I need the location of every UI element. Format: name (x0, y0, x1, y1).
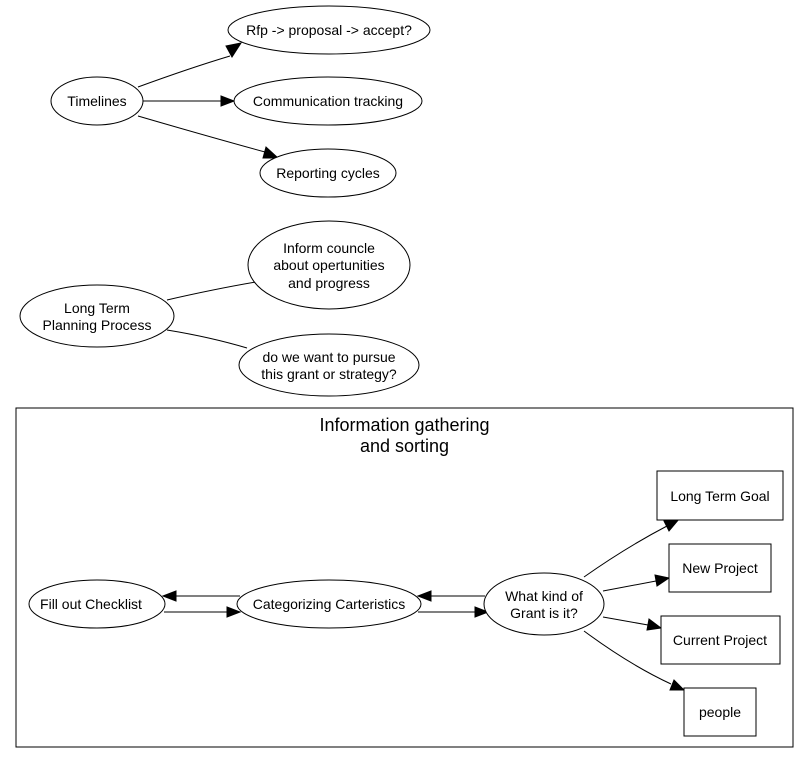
node-shape (483, 572, 605, 636)
edge-whatkind-to-people (583, 630, 686, 691)
node-shape (227, 5, 431, 55)
edge-timelines-to-rfp (137, 42, 243, 88)
node-label-line-2: Grant is it? (510, 605, 578, 621)
node-label: people (699, 704, 741, 720)
edge-whatkind-to-categorizing (416, 590, 485, 602)
node-label-line-3: and progress (288, 275, 370, 291)
node-label: Current Project (673, 632, 767, 648)
arrowhead (669, 679, 686, 691)
node-shape (656, 470, 784, 521)
node-label: Fill out Checklist (40, 596, 142, 612)
node-pursue-grant-question[interactable]: do we want to pursue this grant or strat… (238, 333, 420, 397)
arrowhead (226, 606, 242, 618)
arrowhead (654, 574, 671, 587)
node-shape (50, 76, 144, 126)
node-current-project[interactable]: Current Project (660, 615, 781, 665)
edge-line (602, 616, 649, 626)
edge-whatkind-to-newproject (602, 574, 671, 592)
node-label: New Project (682, 560, 758, 576)
node-label-line-2: Planning Process (43, 317, 152, 333)
node-label: Rfp -> proposal -> accept? (246, 22, 412, 38)
arrowhead (262, 146, 280, 159)
node-label-line-1: What kind of (505, 588, 583, 604)
node-shape (28, 579, 166, 629)
arrowhead (416, 590, 432, 602)
node-label-line-2: this grant or strategy? (261, 366, 397, 382)
edge-line (137, 115, 266, 153)
arrowhead (220, 95, 236, 107)
node-shape (683, 687, 757, 737)
node-label-line-2: about opertunities (273, 257, 384, 273)
edge-line (166, 329, 248, 349)
edge-line (583, 525, 668, 578)
edge-timelines-to-communication (143, 95, 236, 107)
node-long-term-goal[interactable]: Long Term Goal (656, 470, 784, 521)
node-shape (668, 543, 772, 593)
node-shape (236, 579, 422, 629)
edge-planning-to-inform (166, 281, 257, 301)
node-label-line-1: Long Term (64, 300, 130, 316)
cluster-title-line-2: and sorting (360, 436, 449, 456)
edge-line (166, 281, 257, 301)
node-rfp-proposal-accept[interactable]: Rfp -> proposal -> accept? (227, 5, 431, 55)
edge-planning-to-pursue (166, 329, 248, 349)
node-people[interactable]: people (683, 687, 757, 737)
node-shape (238, 333, 420, 397)
edge-fillout-to-categorizing (164, 606, 242, 618)
node-categorizing-carteristics[interactable]: Categorizing Carteristics (236, 579, 422, 629)
edge-whatkind-to-currentproject (602, 616, 663, 631)
node-shape (247, 220, 411, 310)
node-long-term-planning-process[interactable]: Long Term Planning Process (19, 284, 175, 348)
node-label-line-1: Inform councle (283, 240, 375, 256)
edge-line (137, 55, 231, 88)
node-label: Reporting cycles (276, 165, 380, 181)
edges (137, 42, 686, 691)
arrowhead (474, 606, 490, 618)
node-fill-out-checklist[interactable]: Fill out Checklist (28, 579, 166, 629)
edge-line (583, 630, 672, 685)
node-new-project[interactable]: New Project (668, 543, 772, 593)
node-label: Long Term Goal (670, 488, 769, 504)
node-shape (259, 148, 397, 198)
node-communication-tracking[interactable]: Communication tracking (233, 76, 423, 126)
node-label: Timelines (67, 93, 126, 109)
edge-categorizing-to-fillout (161, 590, 240, 602)
node-what-kind-of-grant[interactable]: What kind of Grant is it? (483, 572, 605, 636)
edge-line (602, 580, 657, 592)
arrowhead (225, 42, 243, 58)
arrowhead (646, 618, 663, 631)
node-label: Communication tracking (253, 93, 403, 109)
node-shape (233, 76, 423, 126)
edge-categorizing-to-whatkind (418, 606, 490, 618)
node-reporting-cycles[interactable]: Reporting cycles (259, 148, 397, 198)
arrowhead (161, 590, 177, 602)
node-label: Categorizing Carteristics (253, 596, 406, 612)
node-timelines[interactable]: Timelines (50, 76, 144, 126)
nodes: Timelines Rfp -> proposal -> accept? Com… (19, 5, 784, 737)
cluster-title-line-1: Information gathering (319, 415, 489, 435)
node-shape (19, 284, 175, 348)
node-inform-councle[interactable]: Inform councle about opertunities and pr… (247, 220, 411, 310)
edge-timelines-to-reporting (137, 115, 280, 159)
node-shape (660, 615, 781, 665)
node-label-line-1: do we want to pursue (262, 349, 395, 365)
